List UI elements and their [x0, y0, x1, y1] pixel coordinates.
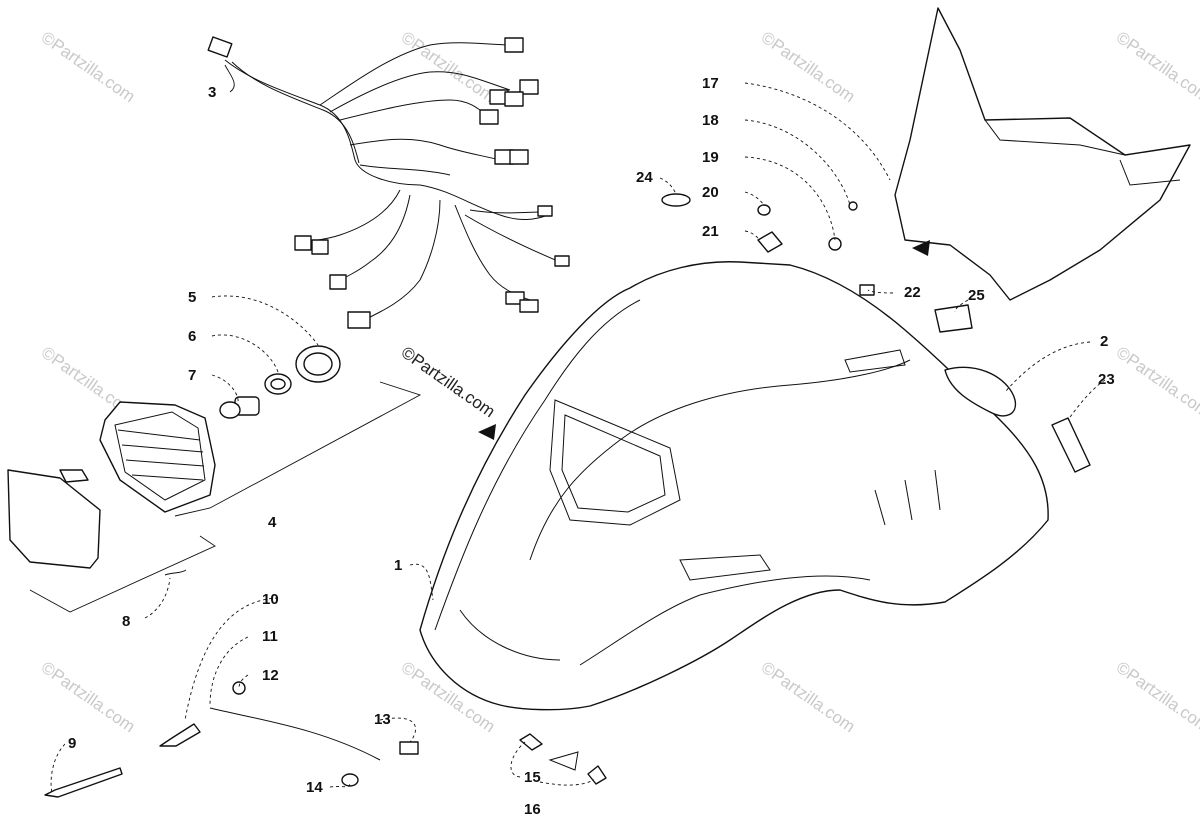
callout-16: 16 [524, 801, 541, 818]
callout-25: 25 [968, 287, 985, 304]
callout-17: 17 [702, 75, 719, 92]
callout-18: 18 [702, 112, 719, 129]
lens-clip [59, 469, 187, 576]
callout-23: 23 [1098, 371, 1115, 388]
callout-8: 8 [122, 613, 130, 630]
headlight-lens [7, 469, 101, 569]
callout-10: 10 [262, 591, 279, 608]
callout-2: 2 [1100, 333, 1108, 350]
watermark-center: ©Partzilla.com [398, 343, 499, 422]
callout-7: 7 [188, 367, 196, 384]
watermark: ©Partzilla.com [1113, 28, 1200, 107]
hardware-items [44, 193, 875, 798]
callout-11: 11 [262, 628, 278, 645]
headlight-assembly [29, 381, 422, 613]
bulb-retainer [264, 373, 292, 395]
watermark: ©Partzilla.com [38, 28, 139, 107]
arrow-icon [478, 424, 496, 440]
callout-labels: 1 2 3 4 5 6 7 8 9 10 11 12 13 14 15 16 1… [68, 75, 1115, 818]
callout-13: 13 [374, 711, 391, 728]
watermark: ©Partzilla.com [398, 28, 499, 107]
callout-24: 24 [636, 169, 653, 186]
callout-22: 22 [904, 284, 921, 301]
watermark: ©Partzilla.com [758, 28, 859, 107]
watermark: ©Partzilla.com [1113, 343, 1200, 422]
label-plate [934, 304, 973, 333]
callout-1: 1 [394, 557, 402, 574]
watermark: ©Partzilla.com [38, 658, 139, 737]
callout-4: 4 [268, 514, 277, 531]
callout-19: 19 [702, 149, 719, 166]
windshield [894, 7, 1191, 301]
callout-21: 21 [702, 223, 719, 240]
watermark: ©Partzilla.com [758, 658, 859, 737]
callout-14: 14 [306, 779, 323, 796]
wiring-harness [207, 36, 570, 329]
callout-3: 3 [208, 84, 216, 101]
callout-20: 20 [702, 184, 719, 201]
hood [419, 261, 1049, 711]
callout-15: 15 [524, 769, 541, 786]
hood-decal [944, 366, 1017, 417]
direction-arrows [478, 240, 930, 440]
arrow-icon [912, 240, 930, 256]
leader-lines [50, 64, 1106, 794]
callout-5: 5 [188, 289, 196, 306]
callout-6: 6 [188, 328, 196, 345]
callout-9: 9 [68, 735, 76, 752]
grip [1051, 417, 1091, 473]
watermark: ©Partzilla.com [1113, 658, 1200, 737]
headlight-bulb [219, 396, 260, 419]
callout-12: 12 [262, 667, 279, 684]
headlight-ring [295, 345, 341, 383]
